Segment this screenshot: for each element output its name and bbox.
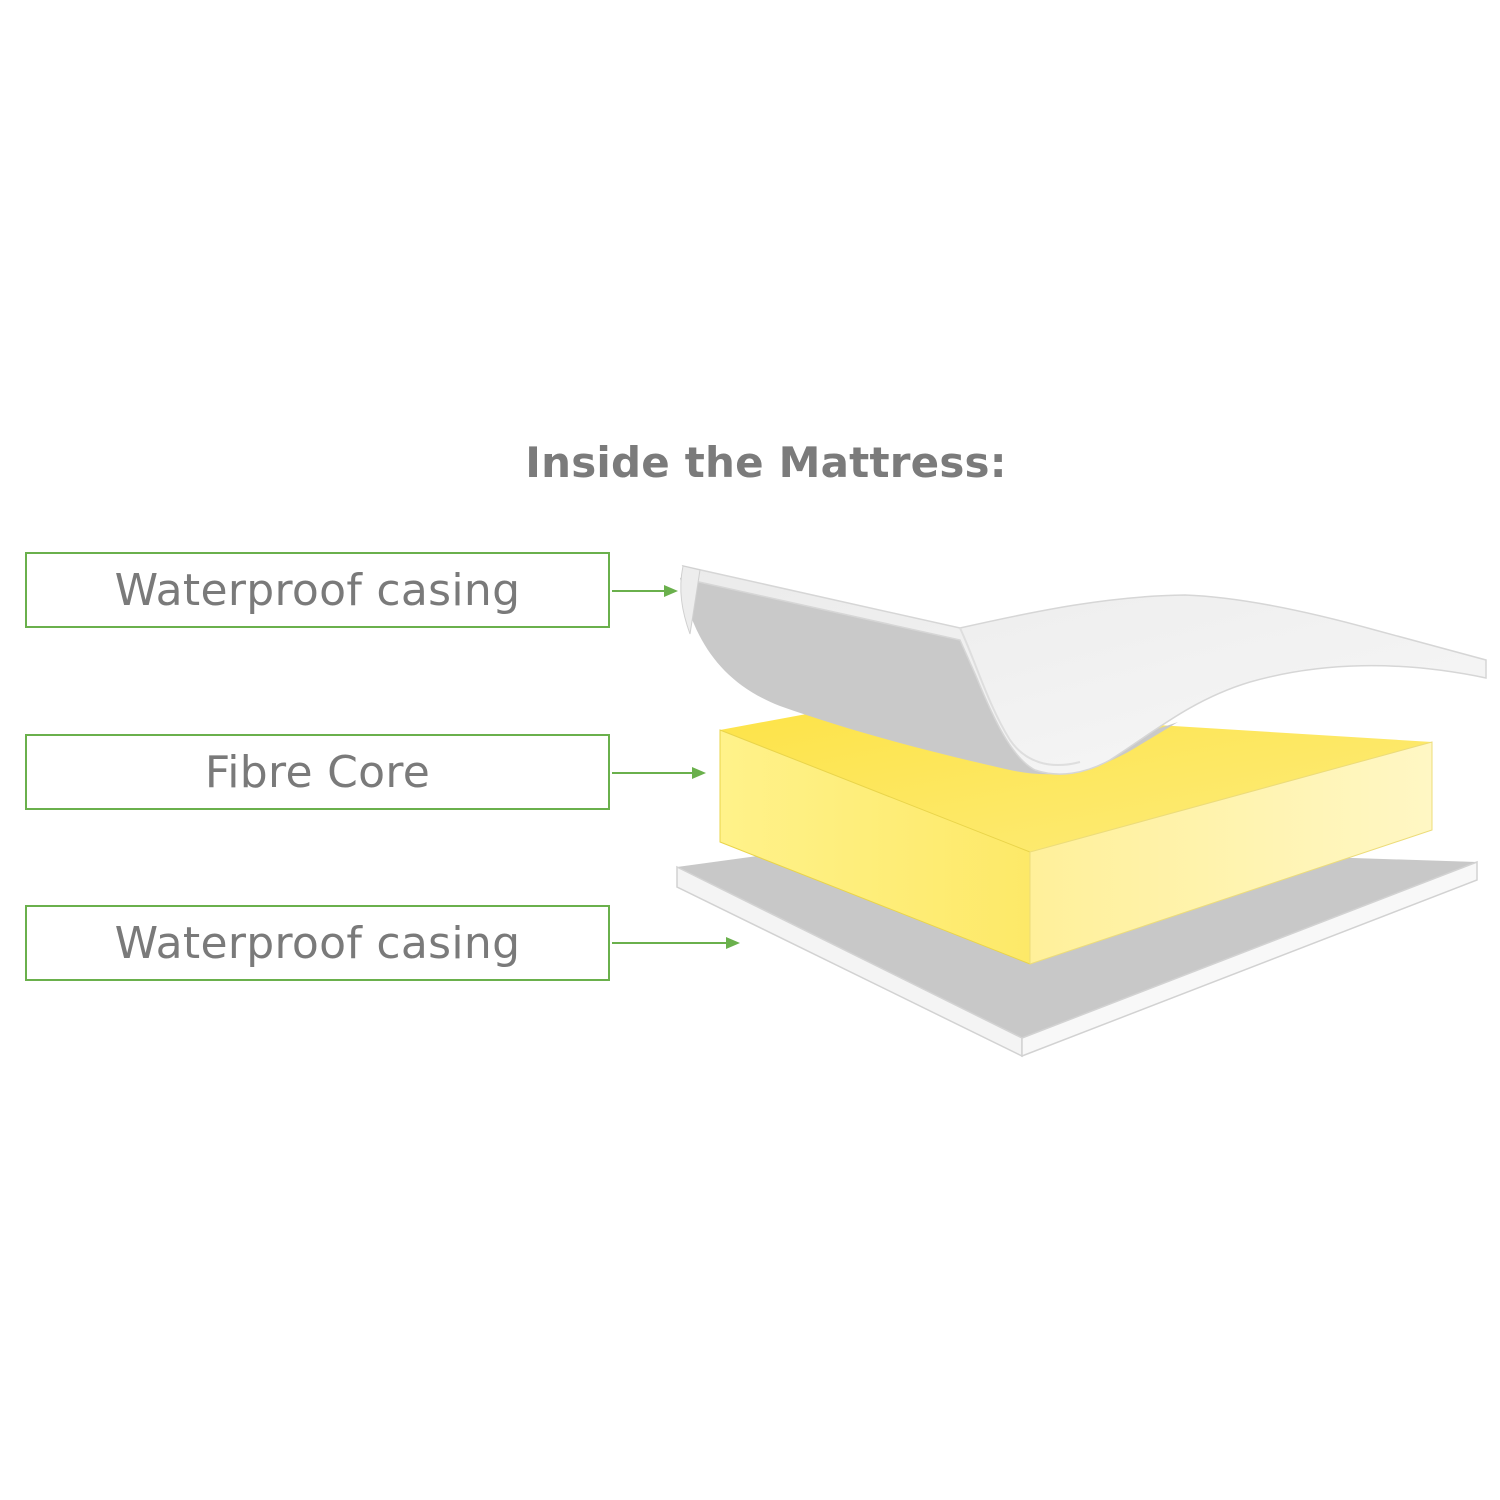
top-casing-layer xyxy=(680,564,1487,775)
diagram-title: Inside the Mattress: xyxy=(525,438,1007,487)
label-top-casing: Waterproof casing xyxy=(25,552,610,628)
fibre-core-side-face xyxy=(1029,741,1433,965)
connector-arrow-bottom xyxy=(612,937,740,949)
arrow-right-icon xyxy=(726,937,740,949)
connector-arrow-middle xyxy=(612,767,706,779)
arrow-right-icon xyxy=(664,585,678,597)
top-casing-underside xyxy=(680,570,1178,775)
label-fibre-core-text: Fibre Core xyxy=(204,746,431,798)
connector-arrow-top xyxy=(612,585,678,597)
fibre-core-layer xyxy=(719,706,1433,965)
bottom-casing-side-edge xyxy=(1021,860,1478,1058)
label-bottom-casing: Waterproof casing xyxy=(25,905,610,981)
label-bottom-casing-text: Waterproof casing xyxy=(114,917,521,969)
top-casing-edge xyxy=(680,565,701,635)
top-casing-curl-line xyxy=(959,627,1081,766)
arrow-right-icon xyxy=(692,767,706,779)
top-casing-upper-surface xyxy=(681,564,1487,775)
fibre-core-top-face xyxy=(720,706,1432,852)
label-fibre-core: Fibre Core xyxy=(25,734,610,810)
label-top-casing-text: Waterproof casing xyxy=(114,564,521,616)
